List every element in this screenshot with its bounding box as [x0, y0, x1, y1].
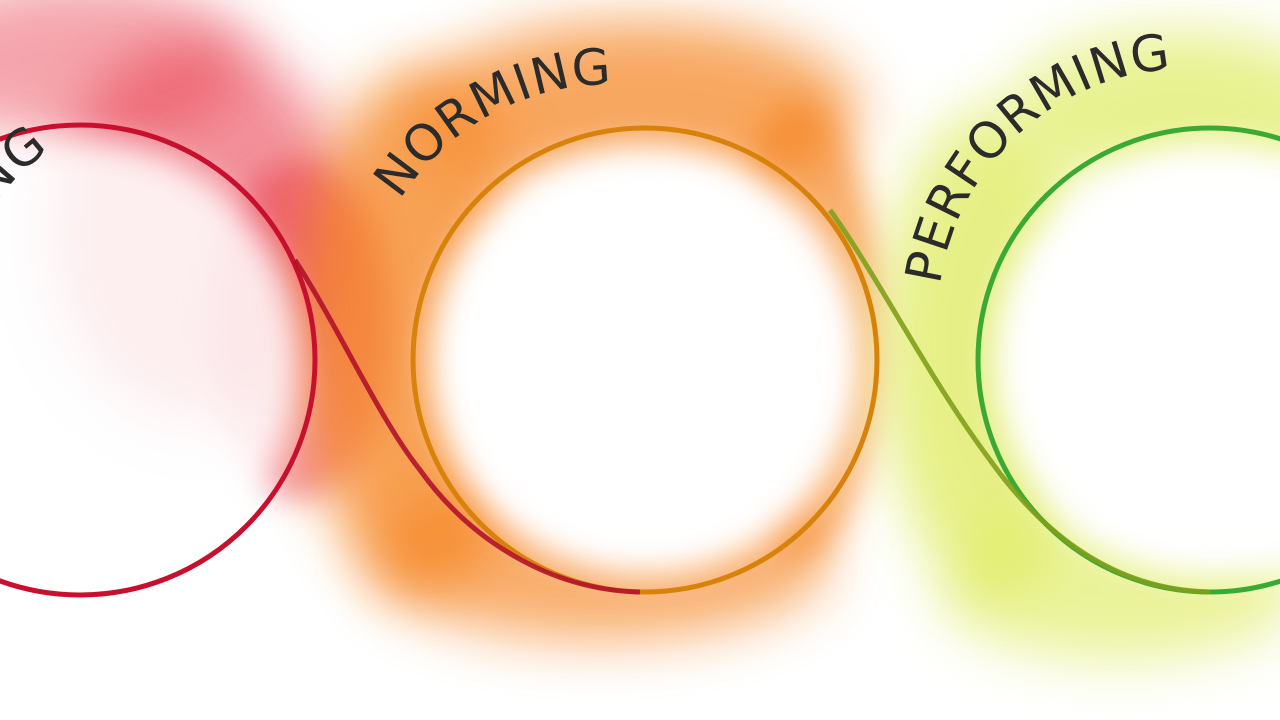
connector-forming-norming — [292, 258, 641, 595]
connector-norming-performing — [827, 208, 1211, 595]
ring-forming — [0, 122, 318, 598]
ring-norming — [410, 125, 880, 595]
